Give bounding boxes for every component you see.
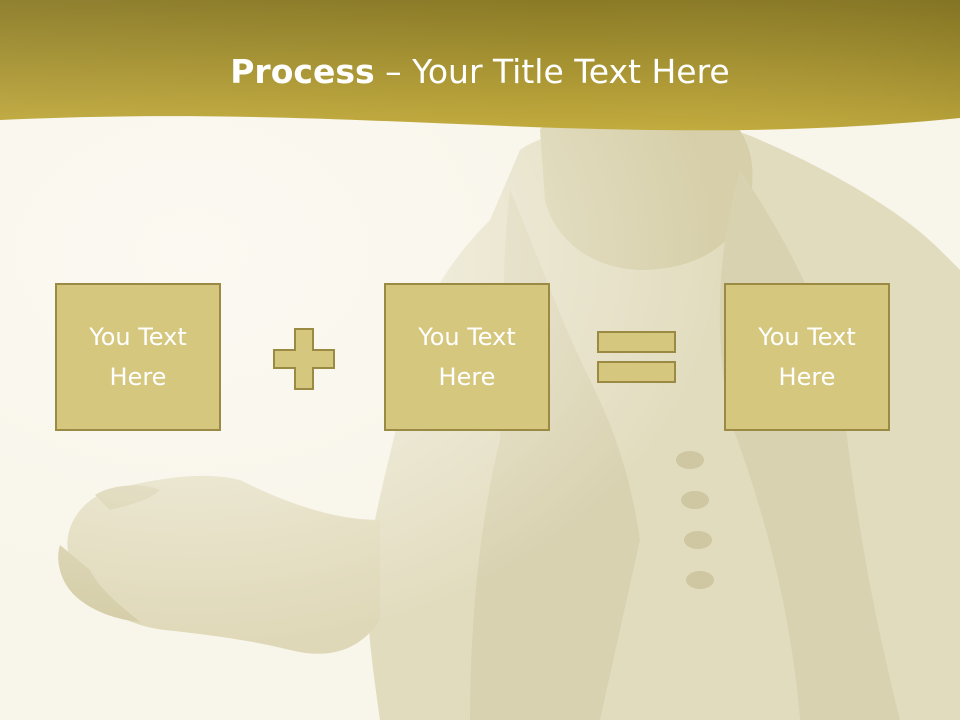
process-box-1: You Text Here bbox=[55, 283, 221, 431]
process-box-2-text: You Text Here bbox=[418, 323, 516, 391]
equals-icon bbox=[597, 331, 676, 383]
title-bold: Process bbox=[230, 52, 375, 91]
process-box-1-text: You Text Here bbox=[89, 323, 187, 391]
process-box-2: You Text Here bbox=[384, 283, 550, 431]
slide-title: Process – Your Title Text Here bbox=[0, 52, 960, 91]
plus-icon bbox=[273, 328, 335, 390]
process-box-3-text: You Text Here bbox=[758, 323, 856, 391]
process-box-3: You Text Here bbox=[724, 283, 890, 431]
title-rest: – Your Title Text Here bbox=[374, 52, 730, 91]
